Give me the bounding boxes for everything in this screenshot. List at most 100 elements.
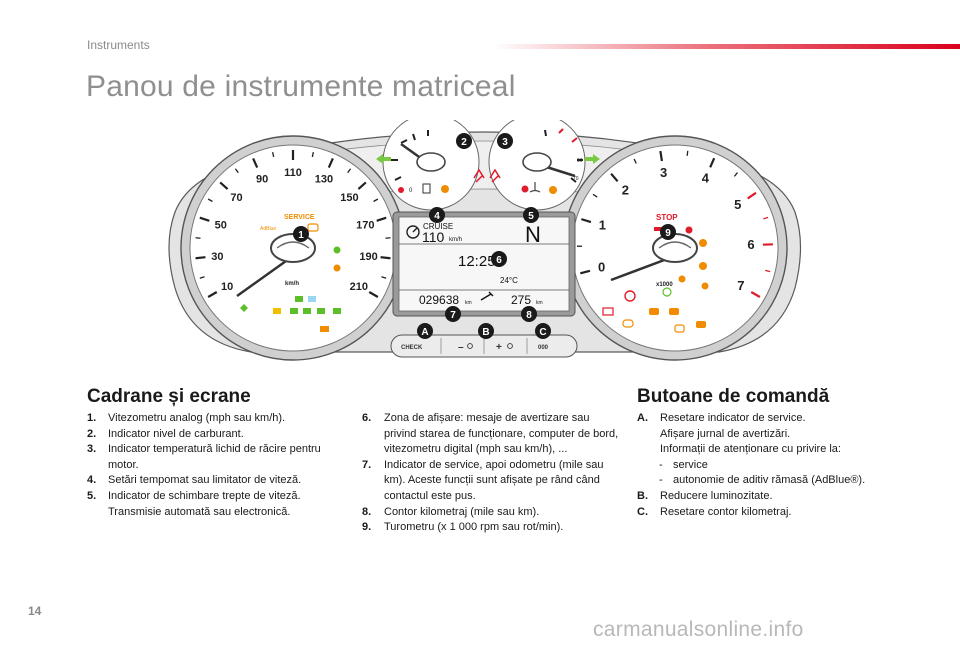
dials-heading: Cadrane și ecrane xyxy=(87,386,251,407)
minor-tick xyxy=(633,158,637,164)
dials-item-2-text: Indicator nivel de carburant. xyxy=(108,427,244,440)
control-item-a-line-1: Resetare indicator de service. xyxy=(660,412,806,424)
speedometer-warning-lamps xyxy=(240,223,341,332)
header-rule xyxy=(493,44,960,49)
display-item-8-num: 8. xyxy=(362,505,372,518)
dials-item-3: 3. Indicator temperatură lichid de răcir… xyxy=(87,442,327,473)
odometer-unit: km xyxy=(465,300,472,306)
dial-tick-label: 6 xyxy=(747,237,754,252)
dials-item-2-num: 2. xyxy=(87,427,97,440)
minor-tick xyxy=(765,269,771,273)
major-tick xyxy=(327,158,334,169)
minor-tick xyxy=(199,276,205,279)
callout-5-label: 5 xyxy=(528,211,534,222)
dials-item-4: 4. Setări tempomat sau limitator de vite… xyxy=(87,473,327,489)
service-warning-label: SERVICE xyxy=(284,214,315,221)
control-item-a-line-3: Informații de atenționare cu privire la: xyxy=(660,443,841,456)
dial-tick-label: 0 xyxy=(598,260,605,275)
dials-item-3-num: 3. xyxy=(87,443,97,456)
dials-item-5: 5. Indicator de schimbare trepte de vite… xyxy=(87,489,327,520)
display-list: 6. Zona de afișare: mesaje de avertizare… xyxy=(362,411,620,536)
minor-tick xyxy=(311,152,315,158)
temperature-mark-90: 90 xyxy=(577,158,583,164)
page-number: 14 xyxy=(28,604,42,618)
dial-tick-label: 170 xyxy=(356,220,374,232)
tachometer-ticks xyxy=(577,150,773,298)
major-tick xyxy=(199,216,210,222)
dials-list: 1. Vitezometru analog (mph sau km/h). 2.… xyxy=(87,411,327,520)
range-unit: km xyxy=(536,300,543,306)
control-buttons-list: A. Resetare indicator de service. Afișar… xyxy=(637,411,907,520)
control-item-a-sub-1-text: service xyxy=(673,458,708,471)
brightness-plus-icon xyxy=(507,343,513,349)
stop-warning-label: STOP xyxy=(656,213,678,222)
speedometer-ticks xyxy=(195,150,391,298)
dial-tick-label: 4 xyxy=(702,170,710,185)
control-item-a-sub-2: - autonomie de aditiv rămasă (AdBlue®). xyxy=(637,473,907,489)
display-item-7: 7. Indicator de service, apoi odometru (… xyxy=(362,458,620,505)
control-item-a-sub-1: - service xyxy=(637,458,907,474)
major-tick xyxy=(709,157,716,168)
dial-tick-label: 110 xyxy=(284,167,302,179)
outside-temperature: 24°C xyxy=(500,276,518,285)
callout-7 xyxy=(445,306,461,322)
dim-plus-button-label: + xyxy=(496,342,502,353)
minor-tick xyxy=(234,168,239,174)
control-item-a-text: Resetare indicator de service. Afișare j… xyxy=(660,411,907,458)
control-item-c: C. Resetare contor kilometraj. xyxy=(637,505,907,521)
callout-b-label: B xyxy=(482,327,489,338)
major-tick xyxy=(368,291,379,298)
dials-item-4-num: 4. xyxy=(87,474,97,487)
callout-c-label: C xyxy=(539,327,546,338)
callout-a-label: A xyxy=(421,327,428,338)
callout-4 xyxy=(429,207,445,223)
dial-tick-label: 10 xyxy=(221,281,233,293)
callout-5 xyxy=(523,207,539,223)
minor-tick xyxy=(373,198,379,203)
control-item-c-text: Resetare contor kilometraj. xyxy=(660,505,792,518)
dials-item-1-num: 1. xyxy=(87,412,97,424)
section-label: Instruments xyxy=(87,38,150,52)
dial-tick-label: 130 xyxy=(315,174,333,186)
minor-tick xyxy=(385,237,391,239)
dial-tick-label: 50 xyxy=(215,220,227,232)
minor-tick xyxy=(271,152,275,158)
dials-item-5-text: Indicator de schimbare trepte de viteză.… xyxy=(108,489,301,518)
sub-bullet: - xyxy=(659,458,663,471)
dial-tick-label: 210 xyxy=(350,281,368,293)
major-tick xyxy=(207,291,218,298)
callout-c xyxy=(535,323,551,339)
display-item-6-num: 6. xyxy=(362,412,372,424)
trip-reset-button-label: 000 xyxy=(538,345,549,351)
major-tick xyxy=(610,173,619,183)
dial-tick-label: 90 xyxy=(256,174,268,186)
control-item-a: A. Resetare indicator de service. Afișar… xyxy=(637,411,907,458)
cruise-speed: 110 xyxy=(422,229,445,245)
dials-item-3-text: Indicator temperatură lichid de răcire p… xyxy=(108,443,321,471)
callout-9 xyxy=(660,224,676,240)
dial-tick-label: 7 xyxy=(737,278,744,293)
temperature-red-lamp xyxy=(521,185,529,193)
fuel-lamp xyxy=(441,185,449,193)
minor-tick xyxy=(195,237,201,239)
temperature-mark-70: 70 xyxy=(573,176,579,182)
minor-tick xyxy=(381,276,387,279)
check-button-label: CHECK xyxy=(401,345,423,351)
control-buttons-heading: Butoane de comandă xyxy=(637,386,830,407)
dial-tick-label: 30 xyxy=(211,251,223,263)
seatbelt-warning-icons xyxy=(473,168,501,183)
cruise-label: CRUISE xyxy=(423,222,453,231)
major-tick xyxy=(252,158,259,169)
major-tick xyxy=(376,216,387,222)
dials-item-4-text: Setări tempomat sau limitator de viteză. xyxy=(108,474,302,487)
display-item-6: 6. Zona de afișare: mesaje de avertizare… xyxy=(362,411,620,458)
minor-tick xyxy=(733,172,739,177)
display-item-9-num: 9. xyxy=(362,521,372,534)
callout-b xyxy=(478,323,494,339)
callout-8-label: 8 xyxy=(526,310,532,321)
coolant-icon xyxy=(529,182,541,193)
control-item-a-num: A. xyxy=(637,412,648,424)
